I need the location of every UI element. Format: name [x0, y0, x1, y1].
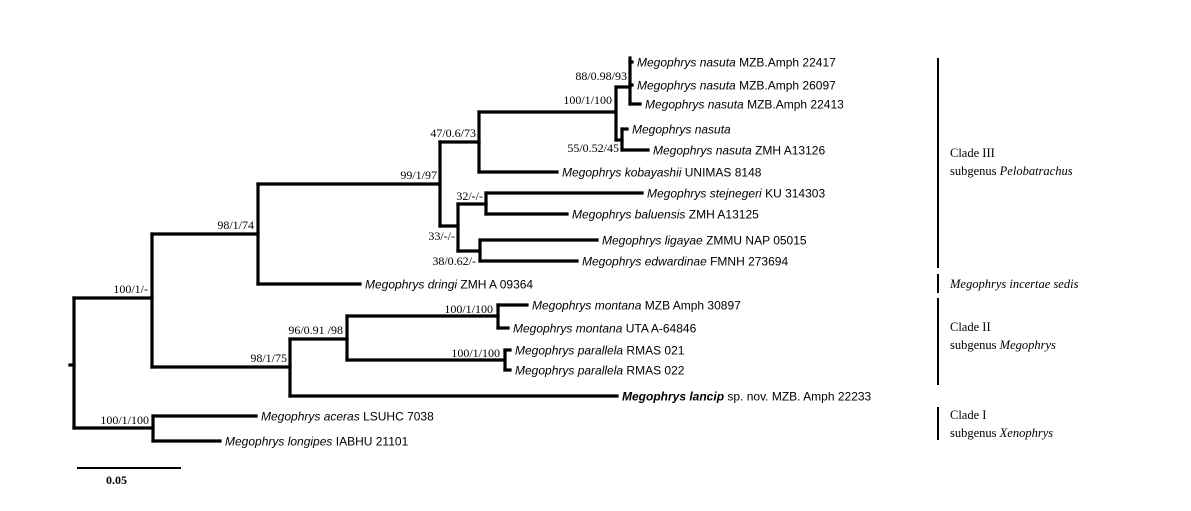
- voucher-id: RMAS 022: [626, 364, 684, 378]
- species-name: Megophrys nasuta: [653, 144, 752, 158]
- support-value: 98/1/74: [217, 218, 254, 232]
- voucher-id: ZMH A13126: [755, 144, 825, 158]
- taxon-label: Megophrys aceras LSUHC 7038: [261, 410, 434, 424]
- clade-ii-subgenus: subgenus Megophrys: [950, 338, 1056, 352]
- taxon-label: Megophrys nasuta MZB.Amph 26097: [637, 79, 836, 93]
- voucher-id: sp. nov. MZB. Amph 22233: [727, 390, 871, 404]
- species-name: Megophrys nasuta: [637, 56, 736, 70]
- species-name: Megophrys longipes: [225, 435, 332, 449]
- voucher-id: UTA A-64846: [626, 322, 697, 336]
- scale-bar: 0.05: [77, 467, 181, 487]
- support-value: 32/-/-: [456, 189, 483, 203]
- species-name: Megophrys nasuta: [632, 123, 731, 137]
- support-value: 88/0.98/93: [575, 69, 627, 83]
- support-value: 100/1/100: [100, 413, 149, 427]
- species-name: Megophrys edwardinae: [582, 255, 707, 269]
- incertae-sedis-label: Megophrys incertae sedis: [949, 277, 1079, 291]
- voucher-id: ZMH A13125: [689, 208, 759, 222]
- support-value: 96/0.91 /98: [288, 323, 343, 337]
- species-name: Megophrys nasuta: [645, 98, 744, 112]
- clade-annotations: Clade III subgenus Pelobatrachus Megophr…: [937, 58, 1079, 440]
- voucher-id: ZMMU NAP 05015: [706, 234, 807, 248]
- scale-bar-label: 0.05: [106, 473, 127, 487]
- species-name: Megophrys dringi: [365, 278, 457, 292]
- clade-i-label: Clade I: [950, 408, 986, 422]
- species-name: Megophrys aceras: [261, 410, 360, 424]
- taxon-label: Megophrys montana UTA A-64846: [513, 322, 697, 336]
- taxon-label: Megophrys nasuta MZB.Amph 22417: [637, 56, 836, 70]
- species-name: Megophrys parallela: [515, 344, 623, 358]
- taxon-label: Megophrys edwardinae FMNH 273694: [582, 255, 788, 269]
- species-name: Megophrys stejnegeri: [647, 187, 762, 201]
- voucher-id: MZB.Amph 22413: [747, 98, 844, 112]
- species-name: Megophrys nasuta: [637, 79, 736, 93]
- support-value: 98/1/75: [250, 351, 287, 365]
- voucher-id: IABHU 21101: [336, 435, 409, 449]
- support-value: 100/1/100: [444, 302, 493, 316]
- voucher-id: MZB.Amph 22417: [739, 56, 836, 70]
- taxon-label: Megophrys parallela RMAS 022: [515, 364, 685, 378]
- taxon-label: Megophrys stejnegeri KU 314303: [647, 187, 825, 201]
- taxon-label: Megophrys baluensis ZMH A13125: [572, 208, 759, 222]
- clade-iii-subgenus: subgenus Pelobatrachus: [950, 164, 1073, 178]
- support-value: 47/0.6/73: [430, 126, 476, 140]
- species-name: Megophrys lancip: [622, 390, 724, 404]
- support-value: 38/0.62/-: [432, 254, 476, 268]
- voucher-id: MZB Amph 30897: [645, 299, 741, 313]
- taxon-label: Megophrys longipes IABHU 21101: [225, 435, 409, 449]
- support-value: 55/0.52/45: [567, 141, 619, 155]
- voucher-id: LSUHC 7038: [363, 410, 434, 424]
- clade-iii-label: Clade III: [950, 146, 995, 160]
- taxon-label: Megophrys dringi ZMH A 09364: [365, 278, 533, 292]
- voucher-id: FMNH 273694: [710, 255, 788, 269]
- species-name: Megophrys kobayashii: [562, 166, 682, 180]
- voucher-id: MZB.Amph 26097: [739, 79, 836, 93]
- support-value: 100/1/-: [113, 282, 148, 296]
- taxon-label: Megophrys lancip sp. nov. MZB. Amph 2223…: [622, 390, 872, 404]
- taxon-label: Megophrys ligayae ZMMU NAP 05015: [602, 234, 807, 248]
- support-values: 88/0.98/93 100/1/100 55/0.52/45 47/0.6/73 99…: [100, 69, 627, 427]
- species-name: Megophrys montana: [513, 322, 623, 336]
- species-name: Megophrys ligayae: [602, 234, 703, 248]
- voucher-id: UNIMAS 8148: [685, 166, 762, 180]
- taxon-label: Megophrys parallela RMAS 021: [515, 344, 685, 358]
- voucher-id: ZMH A 09364: [460, 278, 533, 292]
- tip-labels: Megophrys nasuta MZB.Amph 22417Megophrys…: [225, 56, 872, 449]
- taxon-label: Megophrys nasuta: [632, 123, 731, 137]
- clade-ii-label: Clade II: [950, 320, 991, 334]
- taxon-label: Megophrys montana MZB Amph 30897: [532, 299, 741, 313]
- taxon-label: Megophrys kobayashii UNIMAS 8148: [562, 166, 762, 180]
- taxon-label: Megophrys nasuta MZB.Amph 22413: [645, 98, 844, 112]
- support-value: 33/-/-: [428, 229, 455, 243]
- voucher-id: RMAS 021: [626, 344, 684, 358]
- support-value: 99/1/97: [400, 168, 437, 182]
- taxon-label: Megophrys nasuta ZMH A13126: [653, 144, 825, 158]
- voucher-id: KU 314303: [765, 187, 825, 201]
- species-name: Megophrys parallela: [515, 364, 623, 378]
- support-value: 100/1/100: [451, 346, 500, 360]
- clade-i-subgenus: subgenus Xenophrys: [950, 426, 1053, 440]
- support-value: 100/1/100: [563, 93, 612, 107]
- tree-branches: [68, 56, 650, 443]
- species-name: Megophrys montana: [532, 299, 642, 313]
- species-name: Megophrys baluensis: [572, 208, 685, 222]
